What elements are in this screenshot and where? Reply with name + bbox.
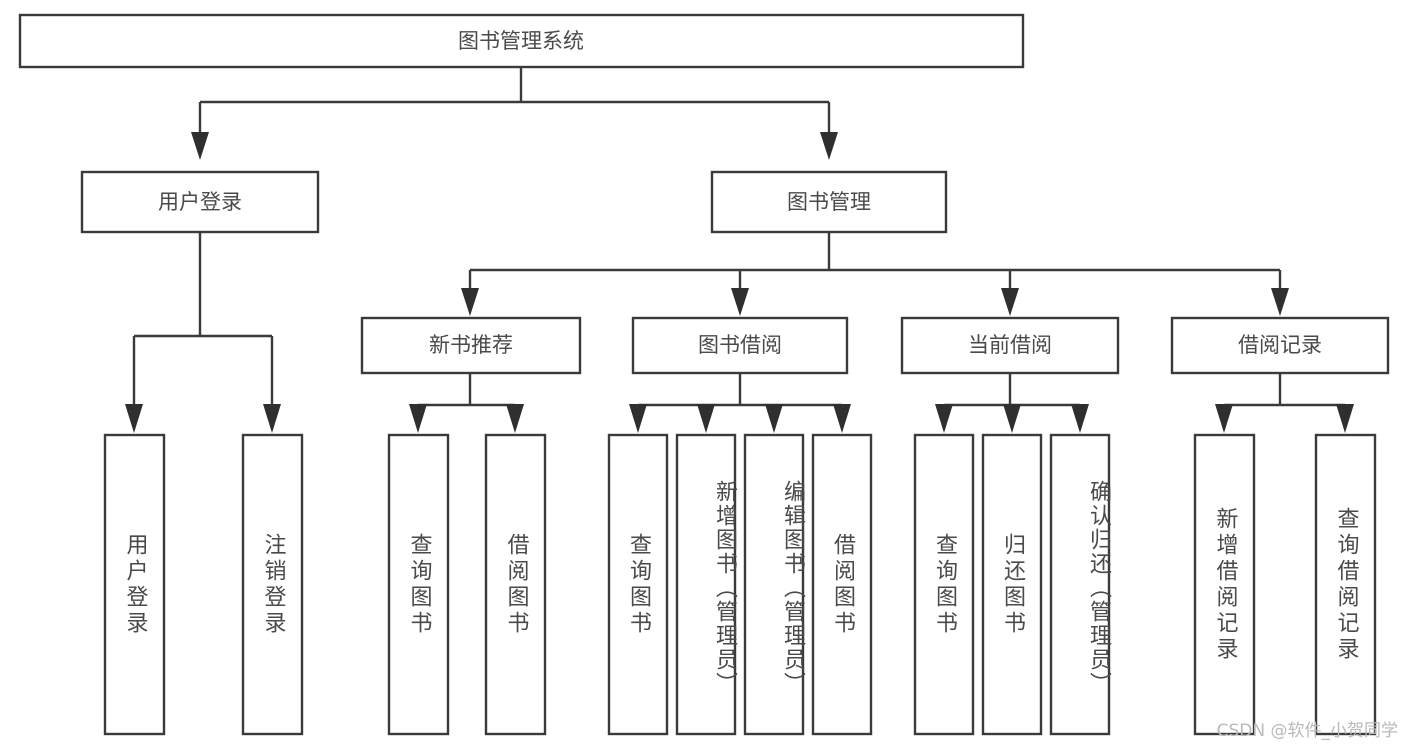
node-leaf-query-book-c-box[interactable] — [913, 433, 975, 736]
arrow-head-user-login — [191, 132, 209, 160]
node-leaf-logout-box[interactable] — [241, 433, 304, 736]
node-user-login[interactable]: 用户登录 — [80, 170, 320, 234]
arrow-head-leaf-query-book-c — [935, 404, 953, 433]
arrow-head-leaf-add-record — [1215, 404, 1233, 433]
arrow-head-leaf-add-book — [697, 404, 715, 433]
arrow-head-current-borrow — [1001, 288, 1019, 316]
node-leaf-return-book[interactable] — [981, 433, 1043, 736]
node-leaf-query-book-a[interactable] — [387, 433, 450, 736]
node-user-login-label: 用户登录 — [158, 190, 242, 214]
node-book-borrow[interactable]: 图书借阅 — [631, 316, 849, 375]
arrow-head-leaf-confirm-return — [1071, 404, 1089, 433]
arrow-head-book-manage — [820, 132, 838, 160]
node-current-borrow-label: 当前借阅 — [968, 333, 1052, 357]
arrow-head-leaf-logout — [263, 404, 281, 433]
node-leaf-borrow-book-a-box[interactable] — [484, 433, 547, 736]
node-leaf-query-book-a-box[interactable] — [387, 433, 450, 736]
node-book-manage-label: 图书管理 — [787, 190, 871, 214]
arrow-head-book-borrow — [731, 288, 749, 316]
arrow-head-leaf-query-record — [1336, 404, 1354, 433]
node-new-book-rec[interactable]: 新书推荐 — [360, 316, 582, 375]
arrow-head-new-book-rec — [461, 288, 479, 316]
node-leaf-borrow-book-b[interactable] — [811, 433, 873, 736]
arrow-head-borrow-record — [1271, 288, 1289, 316]
node-leaf-edit-book-box[interactable] — [743, 433, 805, 736]
node-book-borrow-box[interactable] — [631, 316, 849, 375]
node-leaf-add-record-box[interactable] — [1193, 433, 1256, 736]
node-leaf-edit-book[interactable] — [743, 433, 805, 736]
node-book-manage[interactable]: 图书管理 — [710, 170, 948, 234]
node-leaf-logout[interactable] — [241, 433, 304, 736]
node-leaf-query-record[interactable] — [1314, 433, 1377, 736]
arrow-head-leaf-borrow-book-a — [506, 404, 524, 433]
node-leaf-query-book-b-box[interactable] — [607, 433, 669, 736]
node-leaf-user-login-box[interactable] — [103, 433, 166, 736]
node-new-book-rec-box[interactable] — [360, 316, 582, 375]
node-current-borrow[interactable]: 当前借阅 — [900, 316, 1120, 375]
node-root-label: 图书管理系统 — [458, 29, 584, 53]
connector-layer — [125, 67, 1354, 433]
arrow-head-leaf-return-book — [1003, 404, 1021, 433]
node-borrow-record[interactable]: 借阅记录 — [1170, 316, 1390, 375]
arrow-head-leaf-edit-book — [765, 404, 783, 433]
node-user-login-box[interactable] — [80, 170, 320, 234]
node-borrow-record-box[interactable] — [1170, 316, 1390, 375]
node-leaf-add-book-box[interactable] — [675, 433, 737, 736]
arrow-head-leaf-borrow-book-b — [833, 404, 851, 433]
arrow-head-leaf-query-book-a — [409, 404, 427, 433]
node-root-box[interactable] — [18, 13, 1025, 69]
node-leaf-user-login[interactable] — [103, 433, 166, 736]
node-book-borrow-label: 图书借阅 — [698, 333, 782, 357]
node-leaf-confirm-return-box[interactable] — [1049, 433, 1111, 736]
node-leaf-confirm-return[interactable] — [1049, 433, 1111, 736]
node-leaf-add-record[interactable] — [1193, 433, 1256, 736]
node-borrow-record-label: 借阅记录 — [1238, 333, 1322, 357]
node-book-manage-box[interactable] — [710, 170, 948, 234]
node-leaf-borrow-book-a[interactable] — [484, 433, 547, 736]
node-root[interactable]: 图书管理系统 — [18, 13, 1025, 69]
arrow-head-leaf-query-book-b — [629, 404, 647, 433]
node-leaf-query-book-c[interactable] — [913, 433, 975, 736]
node-new-book-rec-label: 新书推荐 — [429, 333, 513, 357]
arrow-head-leaf-user-login — [125, 404, 143, 433]
node-leaf-add-book[interactable] — [675, 433, 737, 736]
node-current-borrow-box[interactable] — [900, 316, 1120, 375]
node-leaf-return-book-box[interactable] — [981, 433, 1043, 736]
node-leaf-query-record-box[interactable] — [1314, 433, 1377, 736]
watermark-text: CSDN @软件_小贺同学 — [1217, 721, 1398, 741]
node-leaf-borrow-book-b-box[interactable] — [811, 433, 873, 736]
node-leaf-query-book-b[interactable] — [607, 433, 669, 736]
